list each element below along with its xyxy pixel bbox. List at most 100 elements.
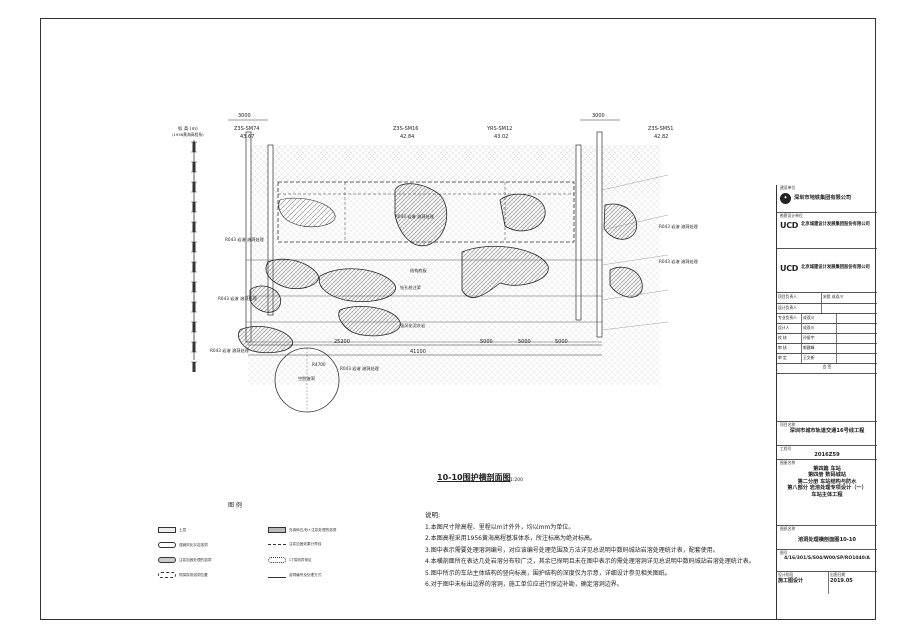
pile-width-3: 3000 xyxy=(592,113,605,119)
countersign-label: 会 签 xyxy=(777,364,877,374)
sig-row: 审 定 王文新 xyxy=(777,354,877,364)
drawing-scale: 1:200 xyxy=(510,478,523,483)
boundary-line-icon xyxy=(268,544,286,545)
title-block: 建设单位 ✦ 深圳市地铁集团有限公司 勘察设计单位 UCD 北京城建设计发展集团… xyxy=(776,185,877,620)
drawing-name-cell: 图纸名称 溶洞处理横剖面图10-10 xyxy=(777,526,877,550)
designer2-name: 北京城建设计发展集团股份有限公司 xyxy=(801,265,870,271)
pile-elev-2: 43.02 xyxy=(494,134,508,140)
metro-logo-icon: ✦ xyxy=(780,192,791,204)
pile-label-1: Z3S-SM16 xyxy=(393,126,418,132)
cavity-3 xyxy=(461,245,549,298)
axis-label: 标 高 (m) xyxy=(178,125,198,132)
pile-elev-0: 43.67 xyxy=(240,134,254,140)
project-no-cell: 工程号 2016Z59 xyxy=(777,446,877,460)
date: 2019.05 xyxy=(830,577,853,584)
cavity-7 xyxy=(338,306,401,337)
pile-left-inner xyxy=(267,144,274,316)
cavity-4 xyxy=(265,258,319,290)
drawing-no: 4/16/301/S/S04/W00/SP/RO1040/A xyxy=(784,555,870,561)
project-name: 深圳市城市轨道交通16号线工程 xyxy=(789,427,865,434)
cavity-1 xyxy=(394,183,448,247)
volume-line: 第二分册 车站结构与防水 xyxy=(797,478,857,485)
circle-label: 空腔溶洞 xyxy=(298,375,315,382)
axis-segment xyxy=(192,282,196,292)
ucd-logo-icon: UCD xyxy=(780,264,799,273)
dim-2: 5000 xyxy=(518,339,531,345)
axis-sublabel: (1956黄海高程系) xyxy=(172,132,204,137)
axis-segment xyxy=(192,262,196,272)
detected-cavity-icon xyxy=(158,572,176,578)
pile-right-outer xyxy=(596,131,603,338)
note-line: 5.图中所示的车站主体结构的竖向标高，围护结构的深度仅为示意，详细设计参见相关图… xyxy=(425,569,671,577)
project-name-cell: 项目名称 深圳市城市轨道交通16号线工程 xyxy=(777,422,877,446)
cavity-11 xyxy=(278,197,336,227)
note-line: 1.本图尺寸除高程、里程以m计外外，均以mm为单位。 xyxy=(425,523,575,531)
callout-left-2: R043 岩溶 溶洞处理 xyxy=(210,347,250,354)
legend-item: 土层 xyxy=(158,527,186,533)
sig-row: 项目负责人 宋毅 成双川 xyxy=(777,293,877,304)
cavity-2 xyxy=(499,193,546,232)
grouted-cavity-icon xyxy=(158,557,176,563)
volume-line: 第四篇 车站 xyxy=(813,465,841,472)
rock-swatch-icon xyxy=(158,542,176,548)
countersign-area xyxy=(777,374,877,422)
dim-4: 25200 xyxy=(334,339,350,345)
axis-segment xyxy=(192,202,196,212)
axis-segment xyxy=(192,242,196,252)
legend-item: 充填碎石/砂+注浆处理的溶洞 xyxy=(268,527,336,533)
volume-line: 第八部分 岩溶处理专项设计（一） xyxy=(787,485,867,491)
cavity-6 xyxy=(238,326,293,354)
sig-row: 设计负责人 xyxy=(777,304,877,314)
designer-name: 北京城建设计发展集团股份有限公司 xyxy=(801,221,870,227)
label-fill: 钻孔桩注浆 xyxy=(400,284,422,291)
legend-item: 溶洞编号及处理方式 xyxy=(268,572,321,578)
callout-right-2: R043 岩溶 溶洞处理 xyxy=(395,213,435,220)
pile-label-3: Z3S-SM51 xyxy=(648,126,673,132)
axis-segment xyxy=(192,222,196,232)
pile-elev-1: 42.84 xyxy=(400,134,414,140)
callout-right-1: R043 岩溶 溶洞处理 xyxy=(659,258,699,265)
legend-title: 图 例 xyxy=(228,502,242,509)
notes-heading: 说明: xyxy=(425,511,441,519)
ct-anomaly-icon xyxy=(268,557,286,563)
note-line: 6.对于图中未标出边界的溶洞，施工单位应进行探边补勘，确定溶洞边界。 xyxy=(425,581,623,588)
notes: 说明: 1.本图尺寸除高程、里程以m计外外，均以mm为单位。 2.本图高程采用1… xyxy=(425,510,765,591)
stage-row: 设计阶段 施工图设计 出图日期 2019.05 xyxy=(777,572,877,594)
soil-layer xyxy=(248,145,660,195)
dim-0: 41100 xyxy=(410,349,426,355)
axis-segment xyxy=(192,302,196,312)
sheet-frame xyxy=(40,18,876,620)
client-name: 深圳市地铁集团有限公司 xyxy=(794,194,852,201)
pile-label-2: YRS-SM12 xyxy=(486,126,512,132)
axis-segment xyxy=(192,322,196,332)
note-line: 2.本图高程采用1956黄海高程基准体系，所注标高为绝对标高。 xyxy=(425,535,596,542)
legend-item: CT探测异常区 xyxy=(268,557,312,563)
designer2-cell: UCD 北京城建设计发展集团股份有限公司 xyxy=(777,249,877,293)
pile-width-0: 3000 xyxy=(238,113,251,119)
axis-segment xyxy=(192,162,196,172)
soil-swatch-icon xyxy=(158,527,176,533)
callout-right-0: R043 岩溶 溶洞处理 xyxy=(659,223,699,230)
volume-cell: 图册名称 第四篇 车站 第四册 数码城站 第二分册 车站结构与防水 第八部分 岩… xyxy=(777,460,877,526)
axis-segment xyxy=(192,182,196,192)
designer-cell: 勘察设计单位 UCD 北京城建设计发展集团股份有限公司 xyxy=(777,213,877,249)
drawing-no-cell: 图号 4/16/301/S/S04/W00/SP/RO1040/A xyxy=(777,550,877,572)
ucd-logo-icon: UCD xyxy=(780,220,799,230)
sig-row: 审 核 郭建峰 xyxy=(777,344,877,354)
dim-1: 5000 xyxy=(480,339,493,345)
cavity-5 xyxy=(318,268,396,303)
cavity-number-icon xyxy=(268,572,286,578)
label-slab: 结构底板 xyxy=(410,267,428,274)
dim-3: 5000 xyxy=(555,339,568,345)
volume-line: 第四册 数码城站 xyxy=(807,472,847,478)
note-line: 4.本横剖面所在表达几处岩溶分布较广泛，其余已探明且未在图中表示的需处理溶洞详见… xyxy=(425,558,755,565)
callout-left-1: R043 岩溶 溶洞处理 xyxy=(218,295,258,302)
note-line: 3.图中表示需要处理溶洞编号，对应该编号处理范围及方法详见总说明中数码城站岩溶处… xyxy=(425,546,719,554)
axis-segment xyxy=(192,362,196,372)
sig-row: 设计人 成双川 xyxy=(777,324,877,334)
legend-item: 注浆加固效果分界线 xyxy=(268,542,321,547)
pile-label-0: Z3S-SM74 xyxy=(234,126,259,132)
drawing-title: 10-10围护横剖面图 xyxy=(437,473,511,482)
circle-dim: R4700 xyxy=(312,362,326,367)
